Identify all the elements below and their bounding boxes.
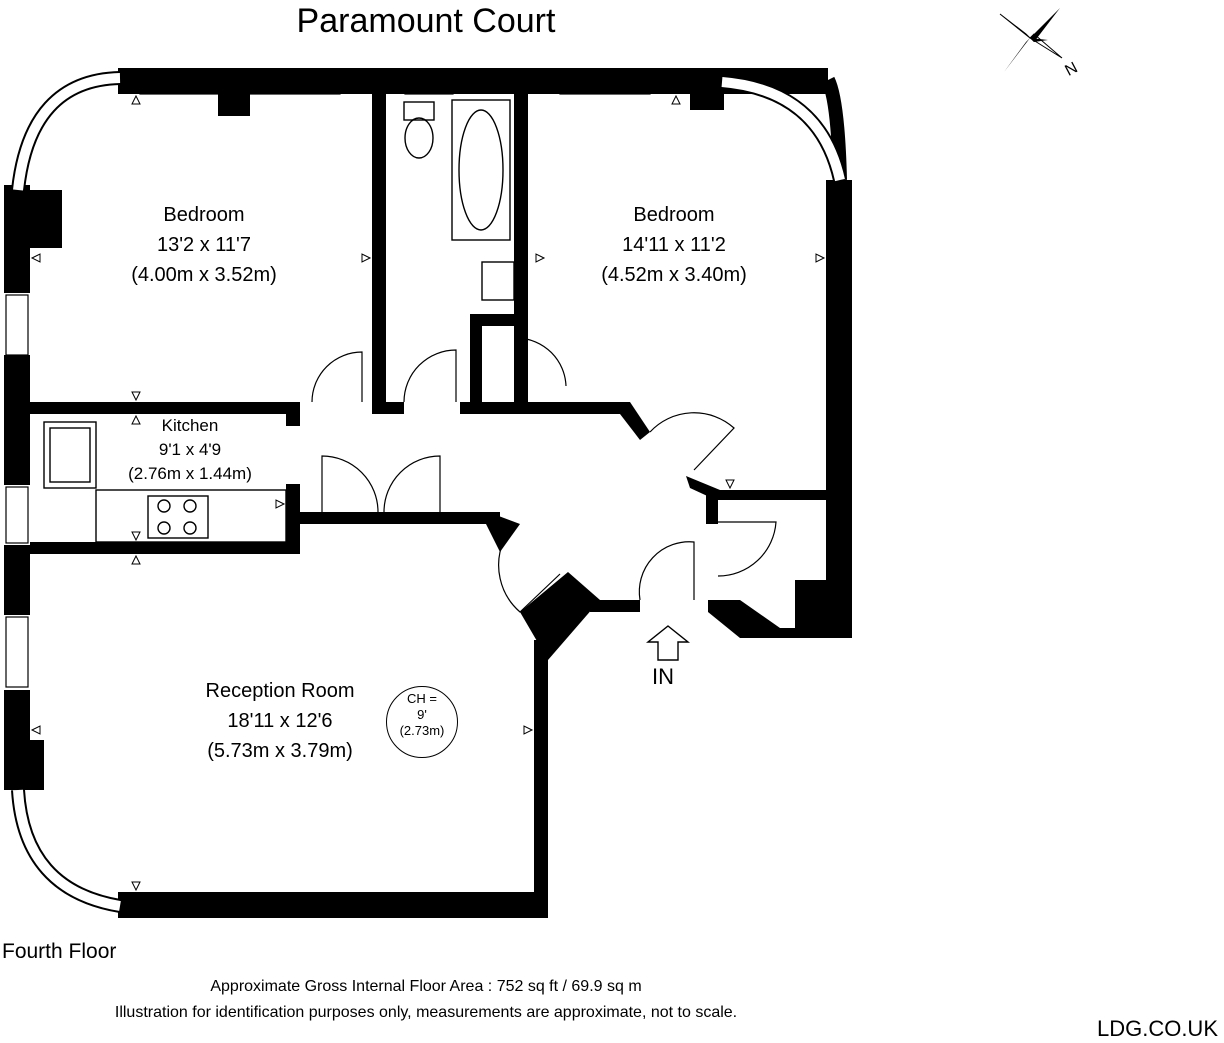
room-size-imperial: 13'2 x 11'7 <box>156 234 251 256</box>
room-size-imperial: 9'1 x 4'9 <box>158 440 222 459</box>
floor-area-note: Approximate Gross Internal Floor Area : … <box>210 978 642 995</box>
room-size-metric: (4.52m x 3.40m) <box>601 264 747 286</box>
floor-label: Fourth Floor <box>2 940 117 963</box>
ceiling-height-label: CH = <box>407 691 437 706</box>
room-name: Bedroom <box>633 204 715 226</box>
room-size-metric: (2.76m x 1.44m) <box>128 464 252 483</box>
room-size-imperial: 18'11 x 12'6 <box>227 710 333 732</box>
room-name: Kitchen <box>161 416 219 435</box>
room-size-metric: (4.00m x 3.52m) <box>131 264 277 286</box>
room-size-metric: (5.73m x 3.79m) <box>207 740 353 762</box>
room-label-bedroom-2: Bedroom 14'11 x 11'2 (4.52m x 3.40m) <box>574 200 774 290</box>
room-label-reception: Reception Room 18'11 x 12'6 (5.73m x 3.7… <box>170 676 390 766</box>
room-name: Reception Room <box>205 680 355 702</box>
brand-label: LDG.CO.UK <box>1096 1016 1218 1041</box>
room-name: Bedroom <box>163 204 245 226</box>
compass-rose-icon <box>999 8 1063 72</box>
room-label-kitchen: Kitchen 9'1 x 4'9 (2.76m x 1.44m) <box>110 414 270 486</box>
room-label-bedroom-1: Bedroom 13'2 x 11'7 (4.00m x 3.52m) <box>104 200 304 290</box>
ceiling-height-badge: CH = 9' (2.73m) <box>386 686 458 758</box>
entrance-label: IN <box>652 664 674 689</box>
room-size-imperial: 14'11 x 11'2 <box>622 234 726 256</box>
page-title: Paramount Court <box>296 2 556 40</box>
ceiling-height-imperial: 9' <box>417 707 427 722</box>
disclaimer-note: Illustration for identification purposes… <box>114 1004 738 1021</box>
ceiling-height-metric: (2.73m) <box>399 723 445 738</box>
